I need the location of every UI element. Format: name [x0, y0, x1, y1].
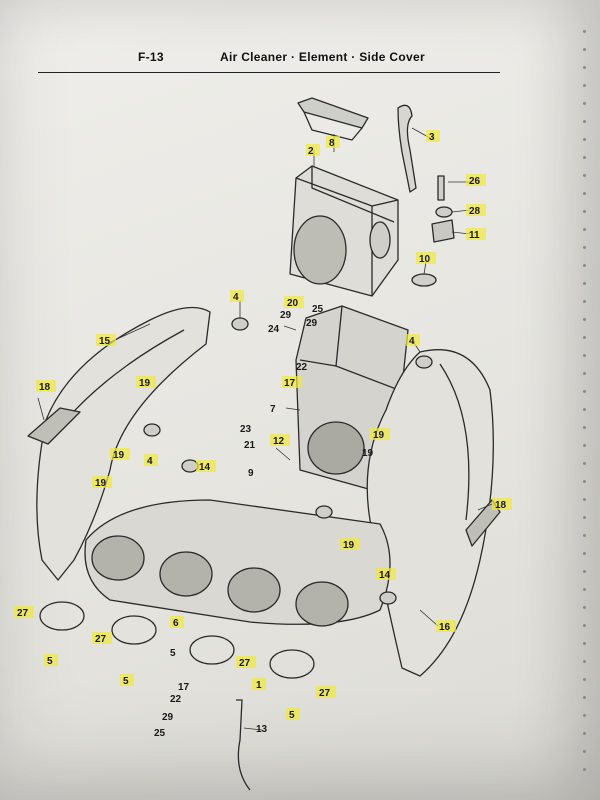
callout-label: 29	[280, 310, 292, 321]
callout-label: 24	[268, 324, 280, 335]
callout-label: 27	[239, 658, 251, 669]
callout-label: 23	[240, 424, 252, 435]
callout-label: 13	[256, 724, 268, 735]
callout-label: 25	[154, 728, 166, 739]
callout-label: 1	[256, 680, 262, 691]
callout-label: 19	[343, 540, 355, 551]
figure-title: Air Cleaner · Element · Side Cover	[220, 50, 425, 64]
callout-label: 9	[248, 468, 254, 479]
callout-label: 5	[47, 656, 53, 667]
callout-label: 14	[199, 462, 211, 473]
callout-label: 16	[439, 622, 451, 633]
callout-label: 27	[17, 608, 29, 619]
callout-label: 4	[409, 336, 415, 347]
callout-label: 2	[308, 146, 314, 157]
callout-label: 10	[419, 254, 431, 265]
callout-label: 21	[244, 440, 256, 451]
callout-label: 27	[319, 688, 331, 699]
callout-label: 22	[296, 362, 308, 373]
callout-label: 17	[284, 378, 296, 389]
callout-label: 5	[123, 676, 129, 687]
callout-label: 17	[178, 682, 190, 693]
callout-label: 5	[289, 710, 295, 721]
callout-label: 19	[95, 478, 107, 489]
callout-label: 18	[39, 382, 51, 393]
callout-label: 11	[469, 230, 480, 241]
figure-reference: F-13	[138, 50, 164, 64]
callout-label: 6	[173, 618, 179, 629]
callout-label: 25	[312, 304, 324, 315]
callout-label: 5	[170, 648, 176, 659]
callout-label: 29	[306, 318, 318, 329]
callout-label: 3	[429, 132, 435, 143]
callout-label: 22	[170, 694, 182, 705]
callout-label: 19	[113, 450, 125, 461]
callout-label: 19	[139, 378, 151, 389]
callout-label: 18	[495, 500, 507, 511]
callout-label: 19	[362, 448, 374, 459]
callout-label: 8	[329, 138, 335, 149]
callout-label: 28	[469, 206, 481, 217]
callout-label: 26	[469, 176, 481, 187]
callout-label: 19	[373, 430, 385, 441]
callout-label: 15	[99, 336, 111, 347]
callout-label: 12	[273, 436, 285, 447]
callout-label: 27	[95, 634, 107, 645]
binding-holes	[568, 0, 600, 800]
callout-label: 20	[287, 298, 299, 309]
callout-label: 4	[147, 456, 153, 467]
callout-label: 7	[270, 404, 276, 415]
page-header: F-13 Air Cleaner · Element · Side Cover	[38, 46, 500, 73]
callout-label: 14	[379, 570, 391, 581]
callout-label: 4	[233, 292, 239, 303]
callout-label: 29	[162, 712, 174, 723]
